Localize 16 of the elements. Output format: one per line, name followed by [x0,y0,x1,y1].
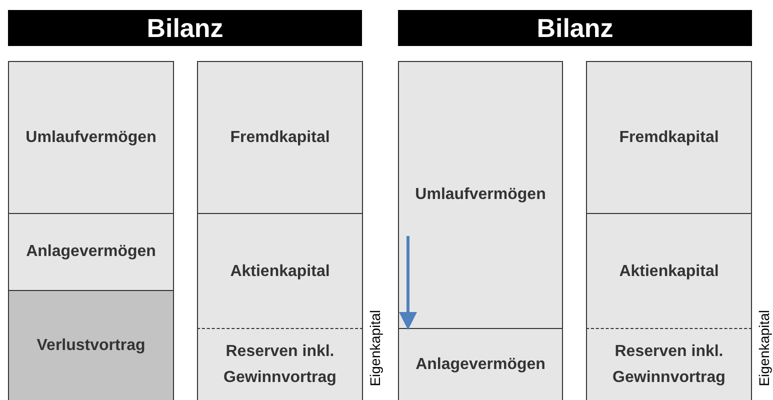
balance-item: Aktienkapital [197,213,363,329]
arrow [399,236,417,330]
balance-item: Anlagevermögen [8,213,174,291]
balance-item: Verlustvortrag [8,290,174,400]
side-label: Eigenkapital [756,310,772,386]
balance-item: Reserven inkl. Gewinnvortrag [586,328,752,400]
balance-item: Reserven inkl. Gewinnvortrag [197,328,363,400]
title-bar: Bilanz [8,10,362,46]
balance-item: Fremdkapital [197,61,363,214]
balance-item: Fremdkapital [586,61,752,214]
balance-item: Aktienkapital [586,213,752,329]
balance-item: Umlaufvermögen [398,61,563,329]
balance-item: Umlaufvermögen [8,61,174,214]
balance-item: Anlagevermögen [398,328,563,400]
side-label: Eigenkapital [367,310,383,386]
title-bar: Bilanz [398,10,752,46]
